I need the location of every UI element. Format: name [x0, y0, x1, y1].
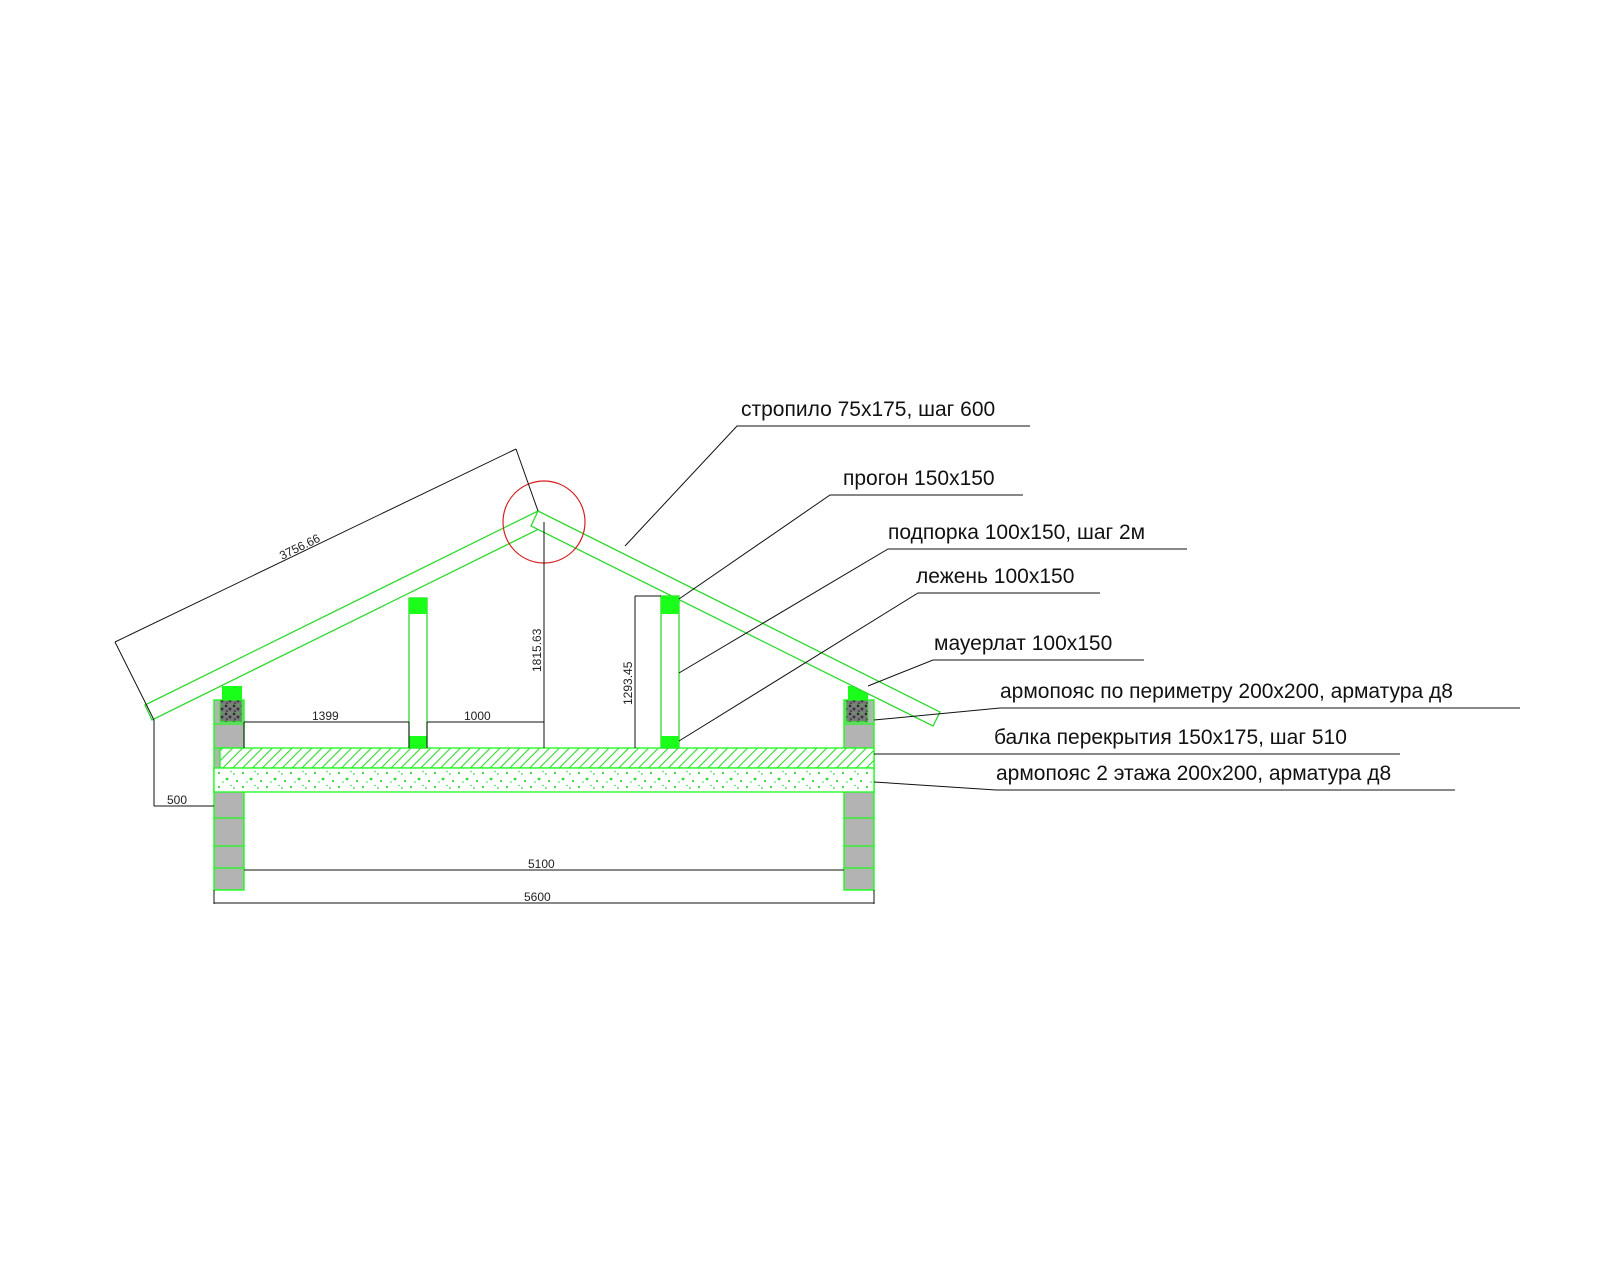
label-floor-beam: балка перекрытия 150х175, шаг 510: [994, 726, 1347, 749]
left-strut: [408, 597, 428, 749]
dimension-lines: [114, 448, 875, 904]
leader-lines: [624, 425, 1520, 791]
label-rafter: стропило 75х175, шаг 600: [741, 398, 995, 421]
label-mauerlat: мауерлат 100х150: [934, 632, 1112, 655]
right-rafter: [530, 510, 941, 727]
dim-rafter-length: 3756.66: [277, 531, 322, 563]
second-floor-belt: [213, 767, 875, 793]
dim-overhang: 500: [167, 793, 187, 807]
purlin: [661, 596, 679, 614]
floor-beam: [219, 747, 875, 769]
label-belt-2nd-floor: армопояс 2 этажа 200х200, арматура д8: [996, 762, 1391, 785]
dim-1000: 1000: [464, 709, 491, 723]
sill: [661, 736, 679, 748]
label-purlin: прогон 150х150: [843, 467, 995, 490]
dim-ridge-height: 1815.63: [530, 628, 544, 672]
label-sill: лежень 100х150: [916, 565, 1074, 588]
dim-outer-span: 5600: [524, 890, 551, 904]
label-strut: подпорка 100х150, шаг 2м: [888, 521, 1145, 544]
label-perimeter-belt: армопояс по периметру 200х200, арматура …: [1000, 680, 1453, 703]
right-strut: [660, 595, 680, 749]
dim-post-height: 1293.45: [621, 661, 635, 705]
dim-inner-span: 5100: [528, 857, 555, 871]
left-rafter: [144, 510, 546, 721]
dim-1399: 1399: [312, 709, 339, 723]
